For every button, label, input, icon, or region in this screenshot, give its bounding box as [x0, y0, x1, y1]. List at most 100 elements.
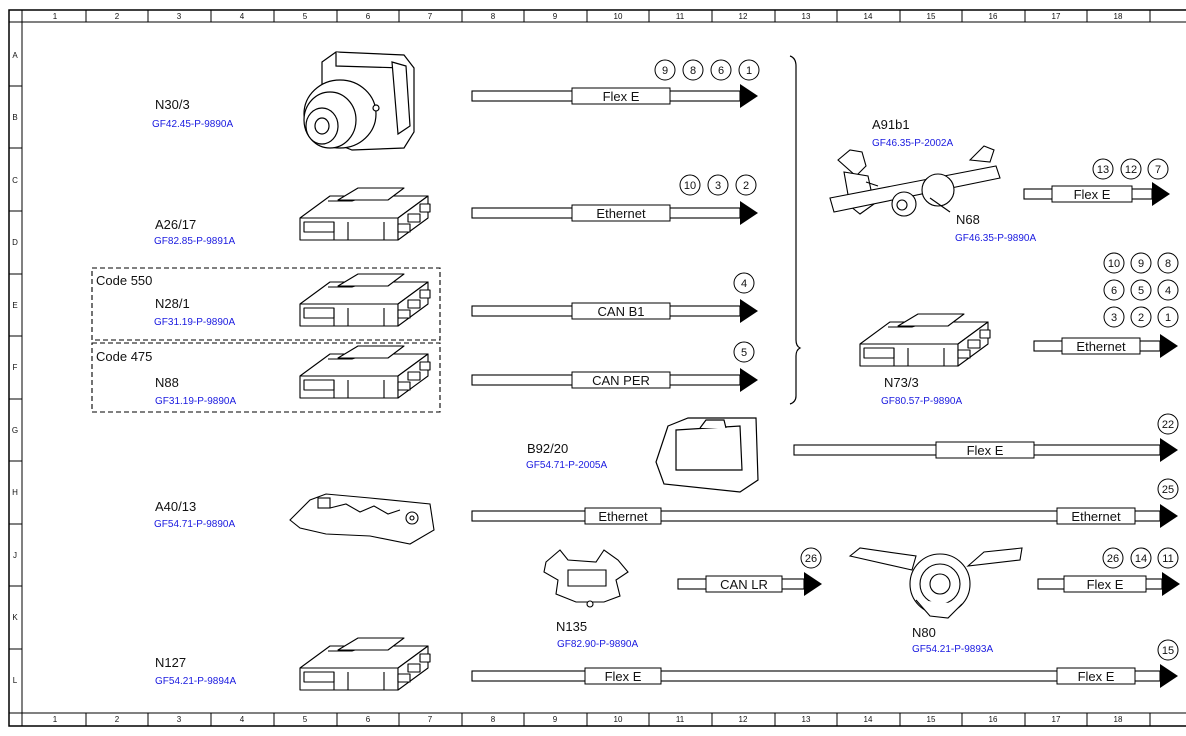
connector-circle — [733, 272, 755, 294]
grid-col-label: 1 — [53, 715, 58, 724]
connector-number: 14 — [1135, 553, 1147, 565]
connector-numbers-n80: 26 14 11 — [1107, 553, 1174, 565]
component-ref: GF46.35-P-9890A — [955, 233, 1036, 244]
component-name: N30/3 — [155, 97, 190, 112]
connectors-n127: 15 — [1157, 639, 1179, 661]
grid-col-label: 11 — [676, 12, 685, 21]
connector-circle — [735, 174, 757, 196]
n80-component — [848, 547, 1023, 619]
grid-row-label: L — [13, 676, 18, 685]
connector-circle — [1147, 158, 1169, 180]
component-name: B92/20 — [527, 441, 568, 456]
n127-component — [299, 637, 431, 691]
bus-label-box — [584, 667, 662, 685]
grid-col-label: 9 — [553, 715, 558, 724]
grid-col-label: 2 — [115, 715, 120, 724]
component-ref: GF82.85-P-9891A — [154, 236, 235, 247]
bus-arrowhead — [1160, 664, 1178, 688]
grid-col-label: 4 — [240, 12, 245, 21]
grid-col-label: 1 — [53, 12, 58, 21]
grid-col-label: 2 — [115, 12, 120, 21]
diagram-frame — [8, 9, 1186, 727]
bus-label-box — [571, 302, 671, 320]
connectors-n80 — [1102, 547, 1179, 569]
grid-col-label: 10 — [614, 715, 623, 724]
bus-label-box — [571, 87, 671, 105]
connector-number: 8 — [1165, 258, 1171, 270]
connector-circle — [1157, 279, 1179, 301]
bus-label: Flex E — [605, 669, 642, 684]
connectors-n88: 5 — [733, 341, 755, 363]
a40-13-component — [289, 493, 435, 545]
connector-circle — [654, 59, 676, 81]
bus-n28-1: CAN B1 — [471, 299, 758, 323]
grid-row-label: K — [12, 613, 18, 622]
bus-arrowhead — [740, 84, 758, 108]
connector-number: 9 — [1138, 258, 1144, 270]
component-name: N73/3 — [884, 375, 919, 390]
component-labels: N30/3 GF42.45-P-9890A A26/17 GF82.85-P-9… — [152, 97, 1036, 687]
component-name: N135 — [556, 619, 587, 634]
connector-circle — [1130, 547, 1152, 569]
connector-number: 3 — [1111, 312, 1117, 324]
connector-circle — [1130, 306, 1152, 328]
grid-col-label: 16 — [989, 715, 998, 724]
bus-label-box — [571, 204, 671, 222]
bus-arrowhead — [740, 368, 758, 392]
connector-circle — [1102, 547, 1124, 569]
bus-n73-3: Ethernet — [1033, 334, 1178, 358]
bus-label-box — [1063, 575, 1147, 593]
code-550-label: Code 550 — [96, 273, 152, 288]
connector-circle — [710, 59, 732, 81]
grid-col-label: 18 — [1114, 715, 1123, 724]
connector-circle — [1130, 279, 1152, 301]
connectors-a26-17 — [679, 174, 757, 196]
connector-circle — [1157, 306, 1179, 328]
connector-number: 1 — [1165, 312, 1171, 324]
bus-label-box — [571, 371, 671, 389]
grid-col-label: 18 — [1114, 12, 1123, 21]
code-475-group: Code 475 — [91, 342, 441, 413]
bus-arrowhead — [740, 299, 758, 323]
bus-arrowhead — [1160, 504, 1178, 528]
grid-col-label: 12 — [739, 12, 748, 21]
bus-n135: CAN LR — [677, 572, 822, 596]
bus-label: CAN B1 — [598, 304, 645, 319]
bus-label: Ethernet — [1071, 509, 1121, 524]
code-475-label: Code 475 — [96, 349, 152, 364]
grid-col-label: 6 — [366, 715, 371, 724]
grid-col-label: 14 — [864, 715, 873, 724]
connector-circle — [1157, 252, 1179, 274]
connectors-a40-13: 25 — [1157, 478, 1179, 500]
connectors-n73-3 — [1103, 252, 1179, 328]
bus-arrowhead — [1160, 334, 1178, 358]
grid-col-label: 7 — [428, 12, 433, 21]
bus-label-box — [1056, 507, 1136, 525]
component-ref: GF54.21-P-9894A — [155, 676, 236, 687]
n73-3-component — [859, 313, 991, 367]
connector-number: 2 — [743, 180, 749, 192]
bus-label-box — [584, 507, 662, 525]
bus-arrowhead — [804, 572, 822, 596]
connector-circle — [733, 341, 755, 363]
connector-number: 4 — [1165, 285, 1171, 297]
grid-col-label: 17 — [1052, 12, 1061, 21]
grid-row-label: D — [12, 238, 18, 247]
column-labels-top: 1 2 3 4 5 6 7 8 9 10 11 12 13 14 15 16 1… — [53, 12, 1123, 21]
row-ruler — [9, 85, 22, 650]
connector-numbers-a91b1: 13 12 7 — [1097, 164, 1161, 176]
grid-col-label: 5 — [303, 715, 308, 724]
connector-circle — [1103, 252, 1125, 274]
connector-number: 13 — [1097, 164, 1109, 176]
bus-arrowhead — [1162, 572, 1180, 596]
component-name: N28/1 — [155, 296, 190, 311]
connector-number: 2 — [1138, 312, 1144, 324]
connector-circle — [682, 59, 704, 81]
grid-col-label: 17 — [1052, 715, 1061, 724]
grid-row-label: C — [12, 176, 18, 185]
connector-number: 15 — [1162, 645, 1174, 657]
connector-number: 6 — [1111, 285, 1117, 297]
grid-row-label: B — [12, 113, 17, 122]
connector-number: 5 — [1138, 285, 1144, 297]
